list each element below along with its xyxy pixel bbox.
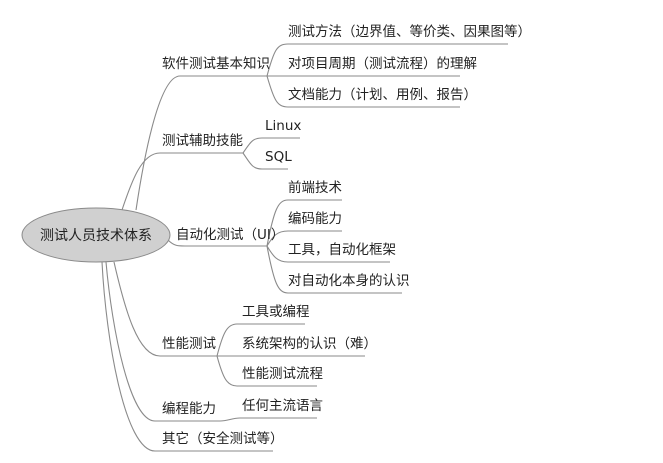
child-label[interactable]: 系统架构的认识（难） <box>242 336 377 352</box>
branch-label[interactable]: 性能测试 <box>162 336 216 352</box>
child-label[interactable]: 性能测试流程 <box>242 366 323 382</box>
branch-label[interactable]: 测试辅助技能 <box>162 133 243 149</box>
connector-b0-c2 <box>266 75 460 108</box>
branch-label[interactable]: 其它（安全测试等） <box>162 430 284 447</box>
connector-root-b4 <box>105 261 220 422</box>
root-ellipse <box>21 207 171 263</box>
child-label[interactable]: 测试方法（边界值、等价类、因果图等） <box>288 23 531 40</box>
branch-label[interactable]: 编程能力 <box>162 401 216 417</box>
connector-root-b2 <box>167 239 267 247</box>
child-label[interactable]: Linux <box>265 118 301 134</box>
branch-label[interactable]: 软件测试基本知识 <box>162 55 270 72</box>
root-label: 测试人员技术体系 <box>40 228 152 244</box>
connector-b3-c0 <box>216 323 305 357</box>
connector-b4-c0 <box>219 417 317 422</box>
connector-b0-c0 <box>266 43 508 77</box>
branch-label[interactable]: 自动化测试（UI） <box>176 227 284 243</box>
connector-b2-c1 <box>266 230 342 247</box>
connector-b3-c2 <box>216 355 317 387</box>
connector-b2-c3 <box>266 245 402 294</box>
child-label[interactable]: SQL <box>265 149 292 165</box>
connector-b1-c0 <box>242 137 300 154</box>
root-node[interactable]: 测试人员技术体系 <box>21 207 171 263</box>
connector-root-b3 <box>113 261 217 357</box>
child-label[interactable]: 任何主流语言 <box>242 398 323 414</box>
child-label[interactable]: 对项目周期（测试流程）的理解 <box>288 56 477 72</box>
child-label[interactable]: 对自动化本身的认识 <box>288 273 410 289</box>
connector-b2-c0 <box>266 199 342 247</box>
child-label[interactable]: 工具，自动化框架 <box>288 242 396 258</box>
connector-root-b0 <box>135 75 267 211</box>
connector-root-b5 <box>101 261 273 452</box>
connector-b1-c1 <box>242 152 288 170</box>
child-label[interactable]: 编码能力 <box>288 211 342 227</box>
child-label[interactable]: 文档能力（计划、用例、报告） <box>288 87 477 103</box>
child-label[interactable]: 工具或编程 <box>242 304 310 320</box>
connector-root-b1 <box>121 152 243 211</box>
child-label[interactable]: 前端技术 <box>288 179 342 196</box>
connector-b2-c2 <box>266 245 390 263</box>
